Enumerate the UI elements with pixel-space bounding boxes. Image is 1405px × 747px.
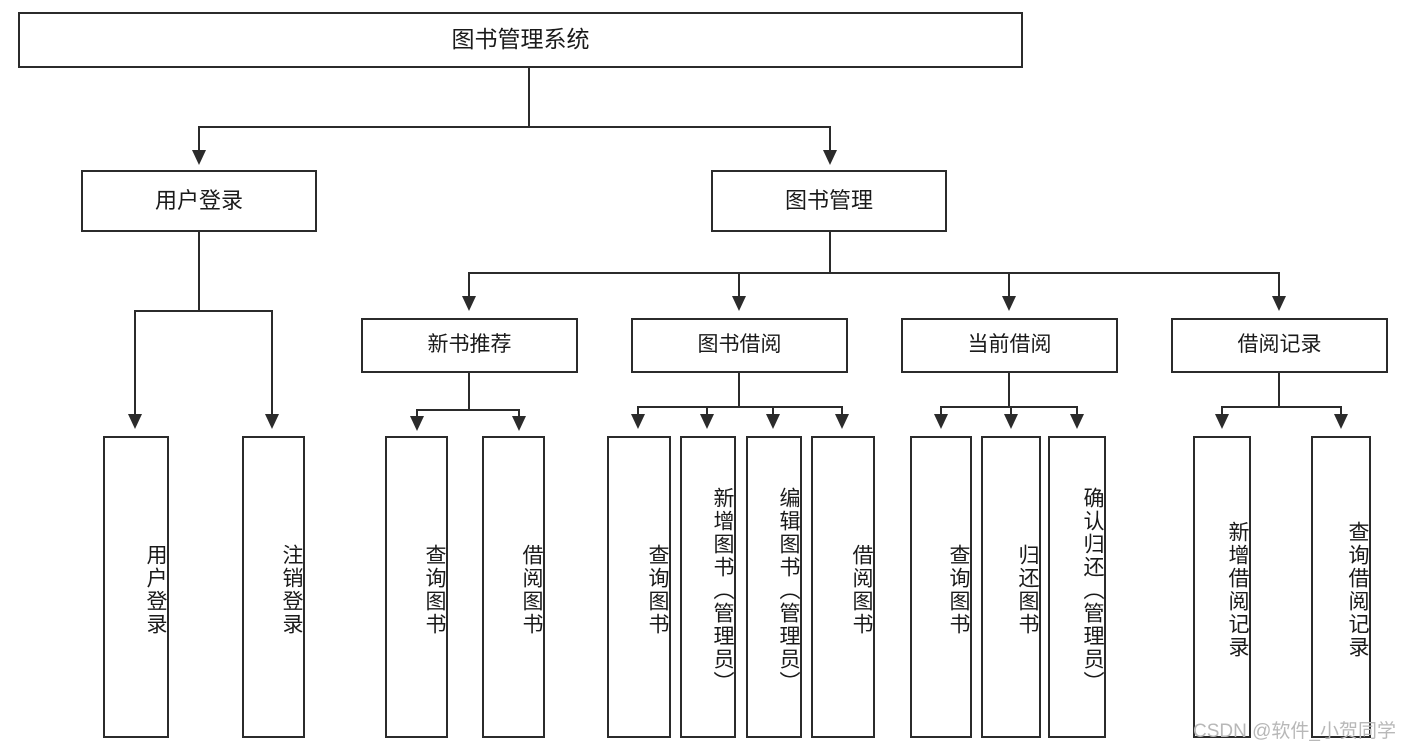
edge-current-bus (940, 406, 1077, 408)
node-label: 借阅图书 (850, 544, 873, 636)
edge-current-stem (1008, 373, 1010, 406)
arrowhead-leaf-borrow-books-2 (835, 414, 849, 429)
node-label: 查询借阅记录 (1346, 521, 1369, 659)
watermark-text: CSDN @软件_小贺同学 (1193, 721, 1396, 742)
node-label: 新增图书（管理员） (711, 486, 734, 694)
edge-current-to-leaf-2 (1010, 406, 1012, 416)
arrowhead-leaf-logout (265, 414, 279, 429)
arrowhead-leaf-user-login (128, 414, 142, 429)
edge-book-mgmt-stem (829, 232, 831, 272)
node-label: 新增借阅记录 (1226, 521, 1249, 659)
node-label: 当前借阅 (967, 333, 1052, 357)
arrowhead-user-login (192, 150, 206, 165)
node-new-book-recommendation[interactable]: 新书推荐 (361, 318, 578, 373)
edge-root-stem (528, 68, 530, 126)
node-label: 图书借阅 (697, 333, 782, 357)
edge-records-to-leaf-2 (1340, 406, 1342, 416)
edge-book-mgmt-to-borrow (738, 272, 740, 298)
arrowhead-new-books (462, 296, 476, 311)
edge-book-mgmt-to-new-books (468, 272, 470, 298)
node-label: 注销登录 (280, 544, 303, 636)
node-label: 确认归还（管理员） (1081, 486, 1104, 694)
arrowhead-leaf-add-record (1215, 414, 1229, 429)
leaf-add-borrow-record[interactable]: 新增借阅记录 (1193, 436, 1251, 738)
node-label: 查询图书 (646, 544, 669, 636)
node-label: 图书管理 (784, 188, 873, 214)
node-book-management[interactable]: 图书管理 (711, 170, 947, 232)
edge-book-mgmt-bus (468, 272, 1280, 274)
edge-user-login-to-leaf-2 (271, 310, 273, 416)
edge-current-to-leaf-1 (940, 406, 942, 416)
edge-records-bus (1221, 406, 1341, 408)
arrowhead-leaf-borrow-books-1 (512, 416, 526, 431)
arrowhead-leaf-query-books-3 (934, 414, 948, 429)
arrowhead-book-mgmt (823, 150, 837, 165)
node-label: 归还图书 (1016, 544, 1039, 636)
edge-new-books-to-leaf-2 (518, 409, 520, 418)
edge-borrow-to-leaf-4 (841, 406, 843, 416)
node-root-system[interactable]: 图书管理系统 (18, 12, 1023, 68)
edge-current-to-leaf-3 (1076, 406, 1078, 416)
node-book-borrowing[interactable]: 图书借阅 (631, 318, 848, 373)
node-label: 借阅图书 (520, 544, 543, 636)
edge-new-books-stem (468, 373, 470, 409)
leaf-borrow-books-borrowing[interactable]: 借阅图书 (811, 436, 875, 738)
edge-root-to-book-mgmt (829, 126, 831, 152)
node-current-borrowing[interactable]: 当前借阅 (901, 318, 1118, 373)
edge-root-bus (198, 126, 830, 128)
node-borrow-records[interactable]: 借阅记录 (1171, 318, 1388, 373)
leaf-query-books-current[interactable]: 查询图书 (910, 436, 972, 738)
edge-borrow-to-leaf-2 (706, 406, 708, 416)
leaf-query-books-recommendation[interactable]: 查询图书 (385, 436, 448, 738)
node-label: 编辑图书（管理员） (777, 486, 800, 694)
edge-book-mgmt-to-current (1008, 272, 1010, 298)
arrowhead-leaf-return-book (1004, 414, 1018, 429)
leaf-borrow-books-recommendation[interactable]: 借阅图书 (482, 436, 545, 738)
node-label: 图书管理系统 (451, 26, 590, 53)
node-label: 查询图书 (423, 544, 446, 636)
edge-records-stem (1278, 373, 1280, 406)
edge-new-books-to-leaf-1 (416, 409, 418, 418)
edge-book-mgmt-to-records (1278, 272, 1280, 298)
leaf-confirm-return-admin[interactable]: 确认归还（管理员） (1048, 436, 1106, 738)
node-label: 用户登录 (144, 544, 167, 636)
leaf-logout[interactable]: 注销登录 (242, 436, 305, 738)
node-label: 新书推荐 (427, 333, 512, 357)
arrowhead-leaf-confirm-return (1070, 414, 1084, 429)
leaf-query-books-borrowing[interactable]: 查询图书 (607, 436, 671, 738)
edge-borrow-bus (637, 406, 843, 408)
edge-new-books-bus (416, 409, 520, 411)
leaf-query-borrow-record[interactable]: 查询借阅记录 (1311, 436, 1371, 738)
csdn-watermark: CSDN @软件_小贺同学 (1193, 716, 1396, 743)
leaf-user-login[interactable]: 用户登录 (103, 436, 169, 738)
arrowhead-leaf-query-record (1334, 414, 1348, 429)
edge-user-login-to-leaf-1 (134, 310, 136, 416)
edge-borrow-stem (738, 373, 740, 406)
edge-borrow-to-leaf-3 (772, 406, 774, 416)
leaf-edit-book-admin[interactable]: 编辑图书（管理员） (746, 436, 802, 738)
arrowhead-leaf-query-books-2 (631, 414, 645, 429)
arrowhead-records (1272, 296, 1286, 311)
edge-user-login-bus (134, 310, 272, 312)
edge-root-to-user-login (198, 126, 200, 152)
edge-records-to-leaf-1 (1221, 406, 1223, 416)
node-label: 用户登录 (154, 188, 243, 214)
edge-borrow-to-leaf-1 (637, 406, 639, 416)
node-user-login[interactable]: 用户登录 (81, 170, 317, 232)
arrowhead-leaf-add-book (700, 414, 714, 429)
edge-user-login-stem (198, 232, 200, 310)
leaf-add-book-admin[interactable]: 新增图书（管理员） (680, 436, 736, 738)
leaf-return-books[interactable]: 归还图书 (981, 436, 1041, 738)
node-label: 借阅记录 (1237, 333, 1322, 357)
node-label: 查询图书 (947, 544, 970, 636)
arrowhead-borrow (732, 296, 746, 311)
arrowhead-leaf-edit-book (766, 414, 780, 429)
arrowhead-leaf-query-books-1 (410, 416, 424, 431)
arrowhead-current (1002, 296, 1016, 311)
